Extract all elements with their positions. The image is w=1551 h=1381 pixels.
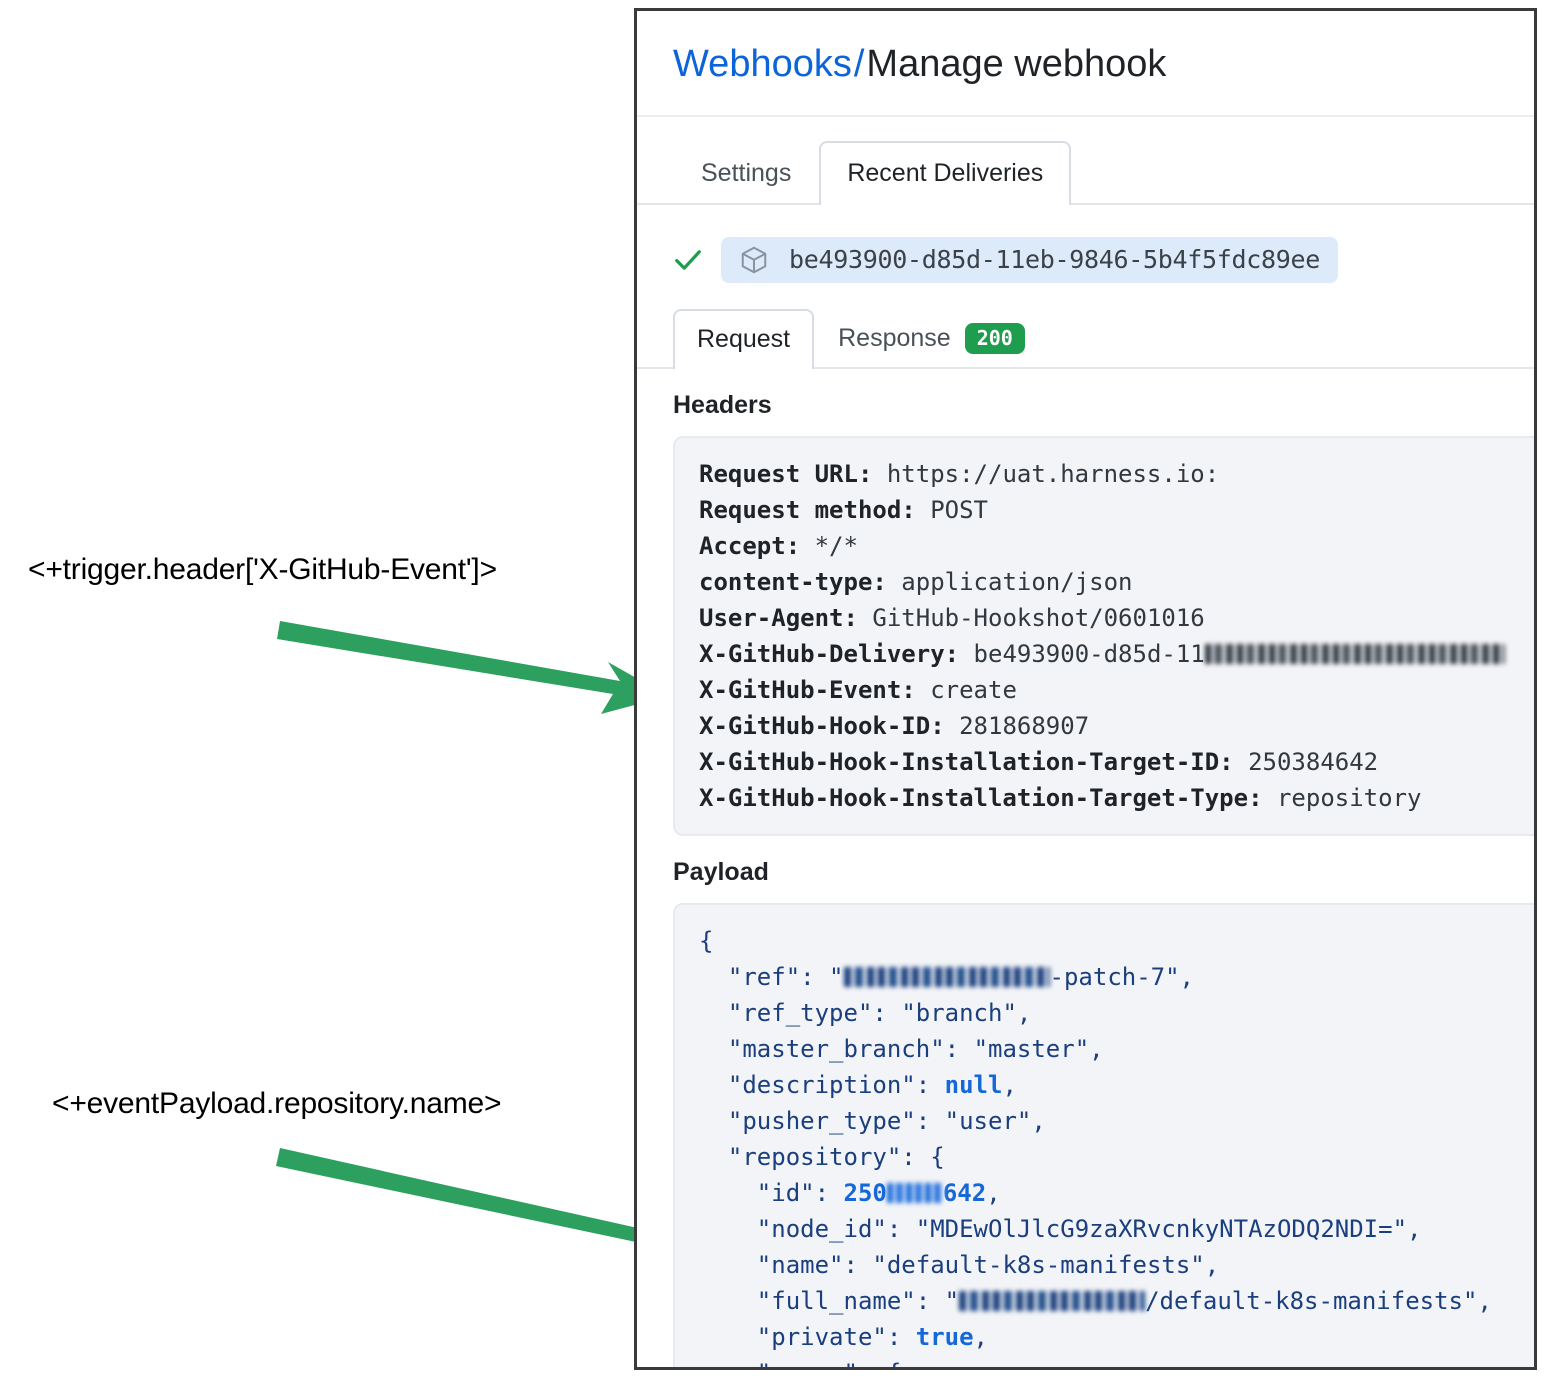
package-icon <box>741 246 767 273</box>
page-title: Manage webhook <box>866 43 1167 85</box>
delivery-row: be493900-d85d-11eb-9846-5b4f5fdc89ee <box>637 205 1534 283</box>
payload-line-open-brace: { <box>699 926 714 955</box>
header-line-hook-installation-target-id: X-GitHub-Hook-Installation-Target-ID: 25… <box>699 747 1379 776</box>
manage-webhook-panel: Webhooks/Manage webhook Settings Recent … <box>634 8 1537 1370</box>
header-line-x-github-event: X-GitHub-Event: create <box>699 675 1017 704</box>
headers-codebox: Request URL: https://uat.harness.io: Req… <box>673 435 1534 836</box>
header-line-x-github-delivery: X-GitHub-Delivery: be493900-d85d-11 <box>699 636 1534 672</box>
annotation-trigger-header-expression: <+trigger.header['X-GitHub-Event']> <box>28 553 497 586</box>
check-icon <box>675 249 701 270</box>
payload-line-name: "name": "default-k8s-manifests", <box>756 1250 1220 1279</box>
delivery-guid: be493900-d85d-11eb-9846-5b4f5fdc89ee <box>789 245 1321 274</box>
annotation-event-payload-expression: <+eventPayload.repository.name> <box>52 1087 502 1120</box>
payload-codebox: { "ref": "-patch-7", "ref_type": "branch… <box>673 902 1534 1368</box>
arrow-to-x-github-event <box>277 621 668 714</box>
breadcrumb: Webhooks/Manage webhook <box>637 11 1534 89</box>
header-line-request-url: Request URL: https://uat.harness.io: <box>699 459 1220 488</box>
header-line-user-agent: User-Agent: GitHub-Hookshot/0601016 <box>699 603 1205 632</box>
payload-line-private: "private": true, <box>756 1322 988 1351</box>
status-badge: 200 <box>964 322 1025 354</box>
payload-line-pusher-type: "pusher_type": "user", <box>727 1106 1046 1135</box>
webhook-tabbar: Settings Recent Deliveries <box>637 140 1534 205</box>
tab-request-label: Request <box>697 324 791 353</box>
breadcrumb-webhooks-link[interactable]: Webhooks <box>673 43 852 85</box>
payload-line-ref-type: "ref_type": "branch", <box>727 998 1032 1027</box>
payload-line-owner: "owner": { <box>699 1355 1534 1368</box>
tab-recent-deliveries[interactable]: Recent Deliveries <box>819 140 1072 205</box>
payload-line-repository: "repository": { <box>727 1142 945 1171</box>
tab-response[interactable]: Response 200 <box>814 307 1049 369</box>
redacted-fullname-owner <box>959 1290 1146 1311</box>
tab-request[interactable]: Request <box>673 308 815 369</box>
header-line-content-type: content-type: application/json <box>699 567 1133 596</box>
request-response-tabbar: Request Response 200 <box>637 307 1534 369</box>
tab-response-label: Response <box>838 323 951 352</box>
payload-section-label: Payload <box>673 857 769 886</box>
header-divider <box>637 114 1534 117</box>
header-line-x-github-hook-id: X-GitHub-Hook-ID: 281868907 <box>699 711 1090 740</box>
redacted-ref-owner <box>843 966 1050 987</box>
payload-line-node-id: "node_id": "MDEwOlJlcG9zaXRvcnkyNTAzODQ2… <box>756 1214 1422 1243</box>
tab-settings[interactable]: Settings <box>701 158 792 187</box>
breadcrumb-separator: / <box>853 43 865 85</box>
redacted-repo-id <box>886 1182 943 1203</box>
payload-line-description: "description": null, <box>727 1070 1017 1099</box>
payload-line-full-name: "full_name": "/default-k8s-manifests", <box>756 1286 1492 1315</box>
payload-line-master-branch: "master_branch": "master", <box>727 1034 1104 1063</box>
headers-section-label: Headers <box>673 390 772 419</box>
header-line-hook-installation-target-type: X-GitHub-Hook-Installation-Target-Type: … <box>699 783 1422 812</box>
header-line-accept: Accept: */* <box>699 531 858 560</box>
payload-line-ref: "ref": "-patch-7", <box>727 962 1195 991</box>
delivery-id-chip[interactable]: be493900-d85d-11eb-9846-5b4f5fdc89ee <box>721 236 1339 283</box>
redacted-delivery-suffix <box>1204 643 1505 664</box>
header-line-request-method: Request method: POST <box>699 495 988 524</box>
